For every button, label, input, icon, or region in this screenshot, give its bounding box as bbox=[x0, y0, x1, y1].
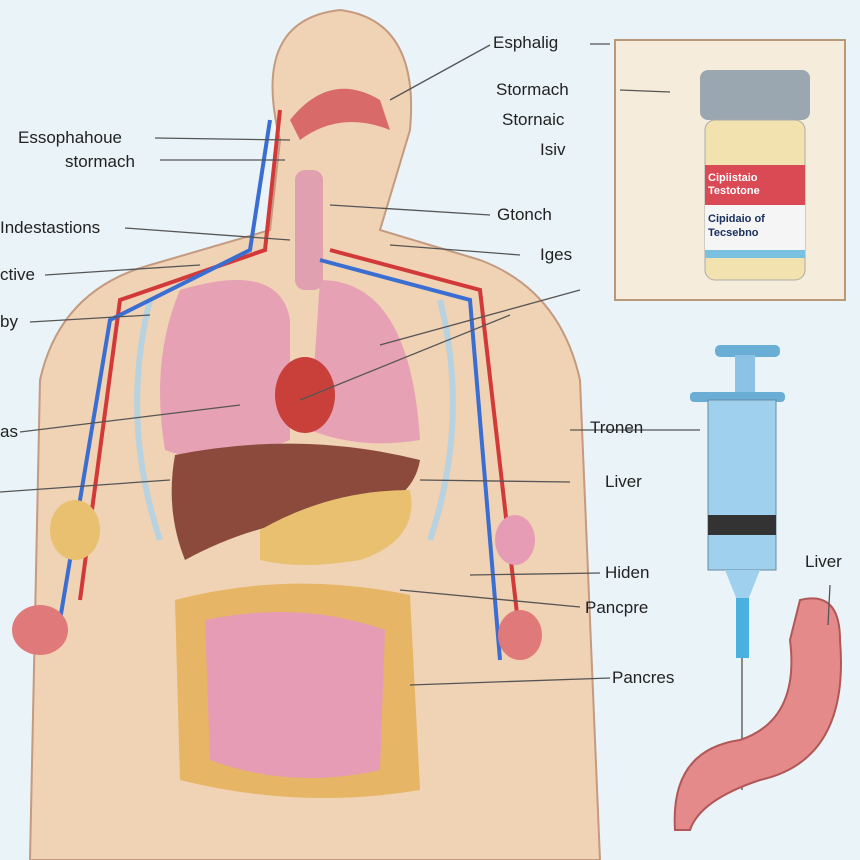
liver bbox=[171, 443, 420, 560]
label-tronen: Tronen bbox=[590, 418, 644, 437]
label-as: as bbox=[0, 422, 18, 441]
label-hiden: Hiden bbox=[605, 563, 650, 582]
label-stornaic: Stornaic bbox=[502, 110, 565, 129]
label-esphalig: Esphalig bbox=[493, 33, 559, 52]
label-pancpre: Pancpre bbox=[585, 598, 649, 617]
vial-label-bottom: Cipidaio of Tecsebno bbox=[708, 213, 765, 239]
label-essophahoue: Essophahoue bbox=[18, 128, 122, 147]
left-lung bbox=[160, 280, 290, 458]
label-stormach: Stormach bbox=[496, 80, 569, 99]
syringe bbox=[690, 345, 785, 790]
label-stormach-left: stormach bbox=[65, 152, 135, 171]
ribcage bbox=[134, 299, 456, 541]
small-intestine bbox=[205, 612, 385, 778]
label-gtonch: Gtonch bbox=[497, 205, 552, 224]
label-liver: Liver bbox=[605, 472, 642, 491]
label-indestastions: Indestastions bbox=[0, 218, 101, 237]
torso bbox=[28, 8, 602, 860]
label-iges: Iges bbox=[540, 245, 573, 264]
label-pancres: Pancres bbox=[612, 668, 675, 687]
stomach bbox=[260, 490, 412, 565]
vial-label-top: Cipiistaio Testotone bbox=[708, 172, 760, 197]
label-liver-stomach: Liver bbox=[805, 552, 842, 571]
heart bbox=[275, 357, 335, 433]
label-by: by bbox=[0, 312, 18, 331]
right-lung bbox=[310, 280, 420, 444]
label-isiv: Isiv bbox=[540, 140, 566, 159]
stomach-illustration bbox=[673, 597, 842, 831]
label-ctive: ctive bbox=[0, 265, 35, 284]
